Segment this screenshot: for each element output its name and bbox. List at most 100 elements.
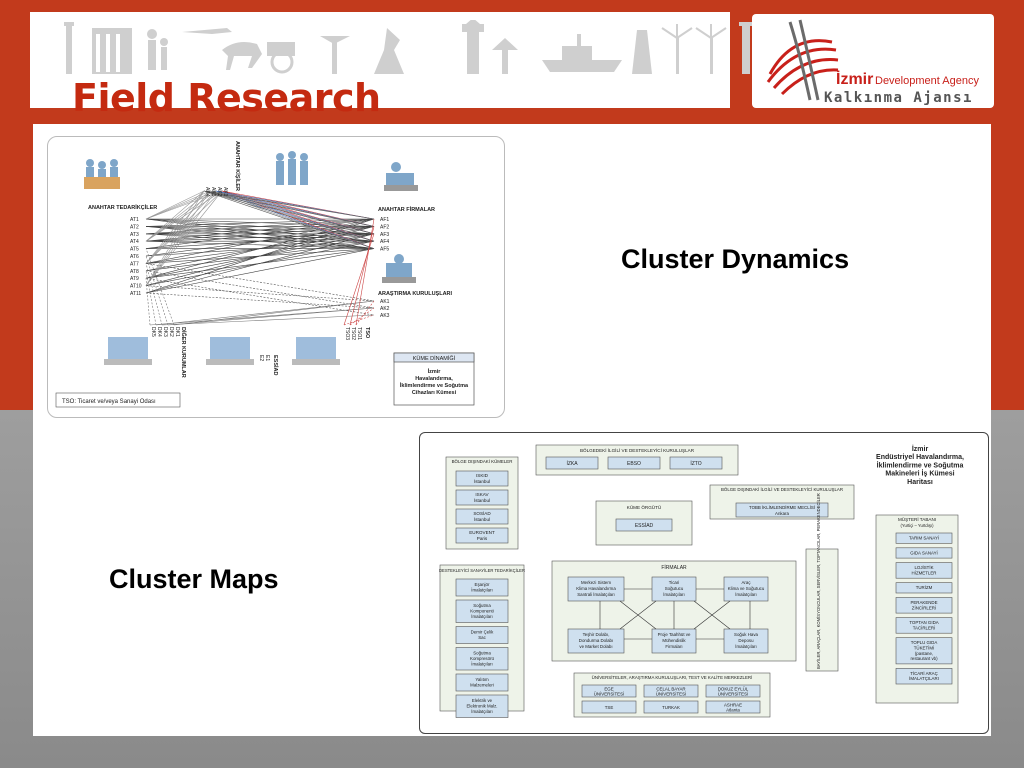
dyn-tso-item: TSO3: [344, 327, 350, 340]
dyn-footnote: TSO: Ticaret ve/veya Sanayi Odası: [62, 399, 156, 405]
header-band: Field Research: [30, 12, 753, 120]
map-outside-clusters-label: BÖLGE DIŞINDAKİ KÜMELER: [452, 459, 513, 464]
map-regional-item: [669, 456, 723, 470]
dyn-connection-line: [145, 285, 375, 302]
map-firm-item-label: Firmaları: [665, 644, 682, 649]
dyn-connection-line: [145, 190, 217, 286]
dyn-right-item: AF3: [380, 232, 389, 238]
map-support-item-label: İmalatçıları: [471, 709, 492, 714]
map-customer-item: [895, 582, 953, 594]
dyn-connection-line: [355, 300, 375, 326]
dyn-connection-line: [145, 218, 375, 227]
dyn-connection-line: [145, 248, 175, 326]
dyn-right-item: AF4: [380, 239, 389, 245]
map-customer-item: [895, 617, 953, 634]
map-customer-item-label: TOPTAN GIDA: [909, 620, 938, 625]
map-firm-item-label: Teşhir Dolabı,: [583, 632, 610, 637]
dyn-top-item: AK2: [216, 187, 222, 197]
dyn-bottom-item: DK1: [174, 327, 180, 337]
map-university-item-label: DOKUZ EYLÜL: [718, 687, 749, 692]
dyn-connection-line: [145, 190, 205, 264]
dyn-connection-line: [155, 300, 375, 326]
dyn-research-item: AK2: [380, 306, 390, 312]
dyn-connection-line: [145, 277, 375, 316]
map-university-item: [581, 700, 637, 714]
map-title-line: İzmir: [912, 445, 929, 453]
map-firm-item-label: İmalatçıları: [663, 592, 684, 597]
map-outside-cluster-item: [455, 508, 509, 525]
dyn-connection-line: [349, 226, 375, 326]
map-outside-cluster-item-label: İstanbul: [474, 478, 490, 484]
map-outside-support-label: BÖLGE DIŞINDAKİ İLGİLİ VE DESTEKLEYİCİ K…: [721, 487, 843, 492]
dyn-connection-line: [161, 314, 375, 326]
dyn-left-item: AT6: [130, 254, 139, 260]
map-customer-item-label: TİCARİ ARAÇ: [910, 671, 938, 676]
dyn-connection-line: [145, 190, 211, 264]
map-support-item: [455, 647, 509, 671]
dyn-research-item: AK3: [380, 313, 390, 319]
dyn-right-item: AF2: [380, 224, 389, 230]
map-support-item-label: İmalatçıları: [471, 614, 492, 619]
dyn-connection-line: [145, 278, 151, 326]
dyn-bottom-left-group-label: DİĞER KURUMLAR: [180, 327, 188, 378]
dyn-essiad-item: E1: [264, 355, 270, 361]
map-support-item-label: Yalıtım: [475, 677, 489, 682]
dyn-bottom-item: DK5: [150, 327, 156, 337]
dyn-connection-line: [145, 218, 375, 235]
map-firms-label: FİRMALAR: [661, 564, 687, 571]
map-firm-item-label: Ticari: [669, 580, 680, 585]
dyn-connection-line: [145, 190, 205, 220]
map-firm-item-label: Klima Havalandırma: [576, 586, 616, 591]
map-customer-item-label: restaurant vb): [910, 656, 938, 661]
map-support-item-label: İmalatçıları: [471, 588, 492, 593]
dyn-left-item: AT7: [130, 261, 139, 267]
map-customer-item-label: TARIM SANAYİ: [909, 536, 939, 541]
dyn-connection-line: [145, 190, 223, 286]
map-university-item-label: ÜNİVERSİTESİ: [656, 692, 687, 697]
map-university-item: [705, 684, 761, 698]
dyn-connection-line: [343, 233, 375, 326]
dyn-legend: KÜME DİNAMİĞİ İzmir Havalandırma, İkliml…: [393, 352, 475, 406]
map-firm-item-label: Merkezi Sistem: [581, 580, 611, 585]
dyn-left-item: AT5: [130, 247, 139, 253]
logo-brand-suffix: Development Agency: [875, 75, 979, 87]
map-firm-item-label: Deposu: [738, 638, 754, 643]
map-firm-item: [651, 628, 697, 654]
map-regional-support-label: BÖLGEDEKİ İLGİLİ VE DESTEKLEYİCİ KURULUŞ…: [580, 447, 695, 453]
map-customer-item: [895, 547, 953, 559]
map-support-item-label: Elektronik Malz.: [467, 704, 498, 709]
map-customer-item-label: GIDA SANAYİ: [910, 550, 938, 555]
map-firm-item-label: Soğutucu: [665, 586, 684, 591]
map-university-item-label: ÜNİVERSİTESİ: [718, 692, 749, 697]
dyn-connection-line: [149, 307, 375, 326]
map-customer-item-label: ZİNCİRLERİ: [912, 605, 936, 610]
dyn-connection-line: [145, 240, 375, 249]
dyn-connection-line: [145, 190, 205, 286]
map-firm-item-label: Mühendislik: [662, 638, 686, 643]
map-university-item-label: ÜNİVERSİTESİ: [594, 692, 625, 697]
map-outside-cluster-item: [455, 470, 509, 487]
dyn-essiad-group-label: ESSİAD: [272, 355, 279, 376]
svg-text:Cihazları Kümesi: Cihazları Kümesi: [412, 390, 457, 396]
map-outside-cluster-item-label: ISKAV: [475, 492, 489, 497]
map-firm-item-label: ve Market Dolabı: [579, 644, 612, 649]
map-university-item: [643, 684, 699, 698]
map-outside-support-item: [735, 502, 829, 518]
map-universities-label: ÜNİVERSİTELER, ARAŞTIRMA KURULUŞLARI, TE…: [592, 675, 753, 680]
map-title-line: Endüstriyel Havalandırma,: [876, 454, 964, 461]
svg-text:İzmir: İzmir: [428, 368, 442, 375]
map-title-line: Makineleri İş Kümesi: [885, 470, 954, 478]
map-outside-cluster-item-label: Paris: [477, 536, 488, 541]
map-support-item-label: Malzemeleri: [470, 683, 494, 688]
dyn-connection-line: [203, 190, 375, 220]
dyn-right-group-label: ANAHTAR FİRMALAR: [378, 206, 435, 213]
izmir-skyline-illustration: [64, 20, 753, 74]
svg-text:KÜME DİNAMİĞİ: KÜME DİNAMİĞİ: [413, 355, 456, 362]
dyn-connection-line: [145, 248, 375, 294]
map-firm-item-label: Santrali İmalatçıları: [577, 592, 615, 597]
dyn-essiad-item: E2: [258, 355, 264, 361]
dyn-connection-line: [343, 314, 375, 326]
dyn-connection-line: [145, 190, 211, 220]
